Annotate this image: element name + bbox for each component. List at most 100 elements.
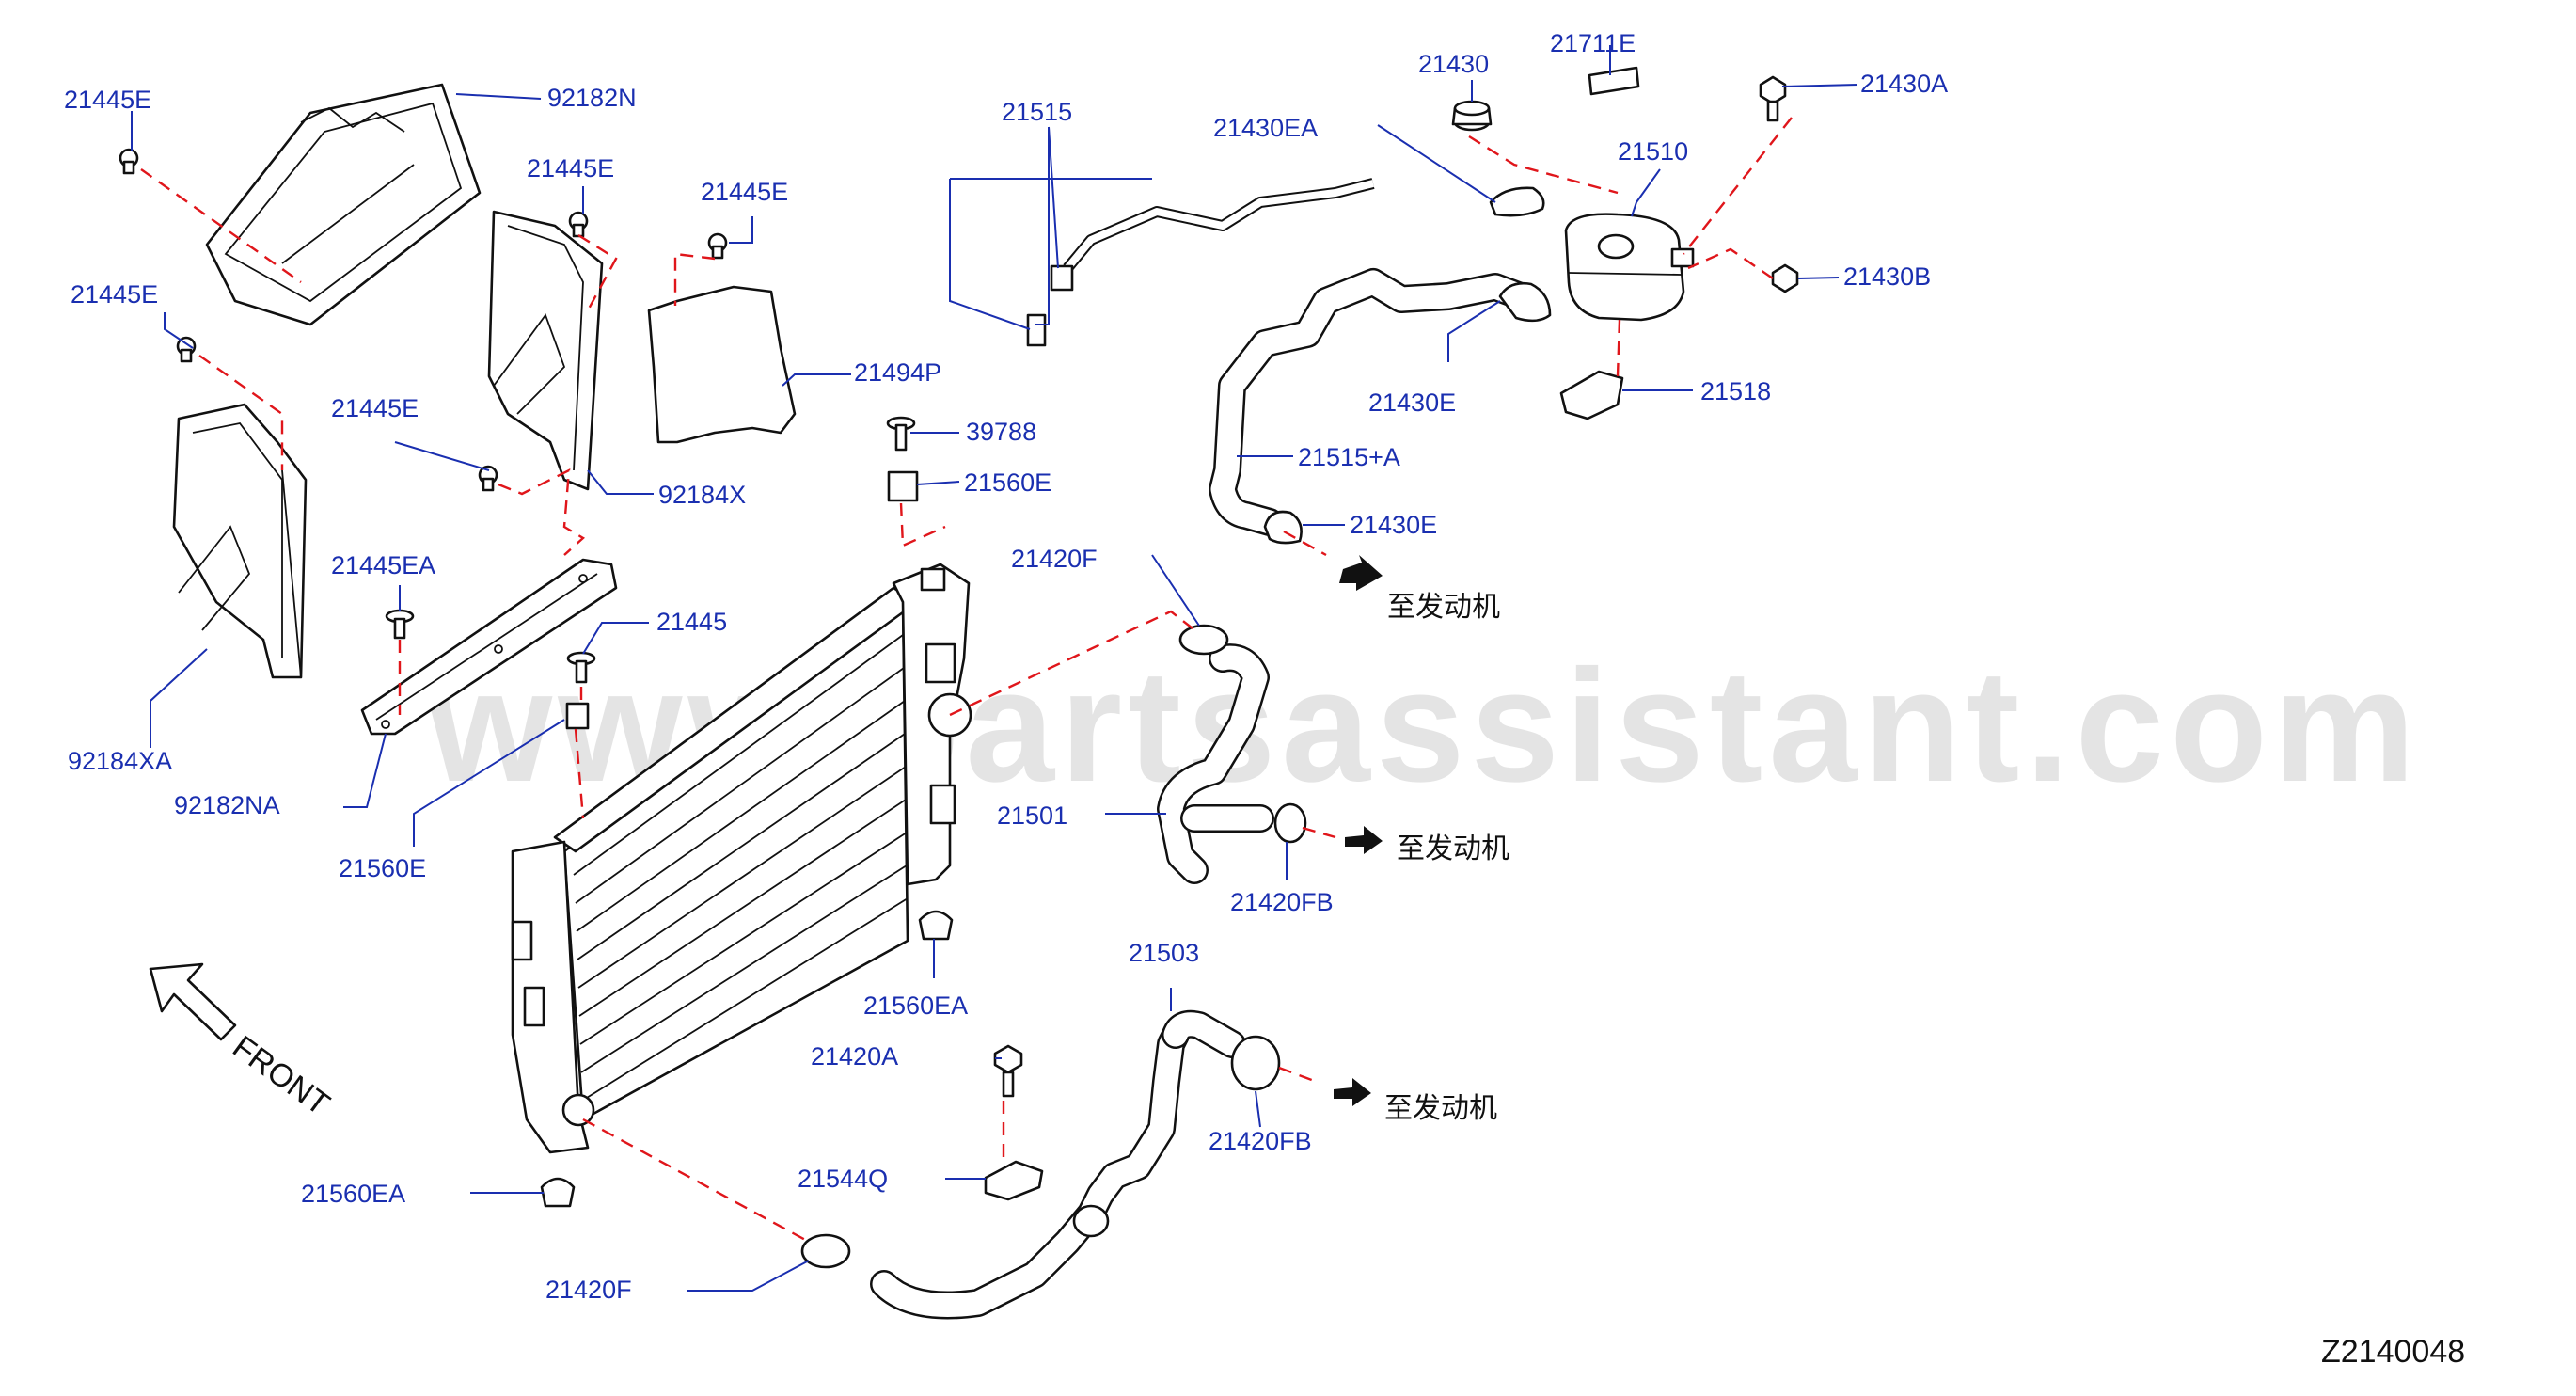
front-label: FRONT [226,1029,336,1123]
radiator-outlet [561,1093,595,1127]
to-engine-label-3: 至发动机 [1384,1092,1497,1125]
radiator-fins [573,634,909,1102]
label-21430EA: 21430EA [1213,114,1318,142]
label-21420A: 21420A [811,1042,898,1071]
air-guide-upper-crease [281,164,415,264]
to-engine-label-2: 至发动机 [1397,833,1509,865]
label-21560E-a: 21560E [339,854,426,882]
air-guide-upper-ridge [300,106,405,133]
cap-21430 [1451,100,1493,132]
clamp-21420F-a [1178,624,1229,656]
callout-labels: 21445E 92182N 21445E 21445E 21445E 21445… [64,29,2465,1370]
air-guide-left-body [172,403,308,679]
radiator-left-bracket-2 [523,986,545,1027]
arrow-to-engine-2-icon [1345,826,1383,854]
leader-lines [131,45,1858,1292]
label-21445: 21445 [656,608,727,636]
label-21445E-a: 21445E [64,86,151,114]
bracket-21518 [1559,370,1624,420]
label-21494P: 21494P [854,358,941,387]
clamp-21420F-b [800,1233,851,1269]
clamp-21420FB-b [1230,1035,1281,1091]
label-21420FB-a: 21420FB [1230,888,1334,916]
arrow-to-engine-1-icon [1339,555,1383,591]
bolt-21430A [1759,75,1787,122]
label-21445E-b: 21445E [527,154,614,182]
label-21430E-b: 21430E [1350,511,1437,539]
label-92184X: 92184X [658,481,746,509]
mount-21560EA-b [540,1177,576,1208]
label-21518: 21518 [1700,377,1771,405]
air-guide-upper [205,83,482,326]
reservoir-21510 [1564,213,1695,322]
bolt-21430B [1771,263,1799,293]
label-21445EA: 21445EA [331,551,435,579]
radiator-right-bracket [925,642,956,684]
air-guide-side [487,210,604,491]
clamp-21420FB-a [1273,802,1307,844]
label-21501: 21501 [997,801,1067,830]
hose-21501 [1157,624,1307,884]
air-guide-left [172,403,308,679]
label-92182N: 92182N [547,84,637,112]
label-21560E-b: 21560E [964,468,1051,497]
label-92182NA: 92182NA [174,791,280,819]
clip-21445E-d [176,336,197,363]
air-guide-upper-inner [224,102,463,303]
label-21430B: 21430B [1843,262,1931,291]
bracket-21544Q [984,1160,1044,1201]
seal-21494P [647,285,797,444]
label-39788: 39788 [966,418,1036,446]
hose-21515A [1209,268,1552,545]
mount-21560E-b [887,470,919,502]
air-guide-side-body [487,210,604,491]
label-21510: 21510 [1618,137,1688,166]
mount-21560EA-a [918,910,954,941]
air-guide-side-inner [507,225,584,471]
front-arrow-icon [149,962,237,1041]
clip-21445 [566,651,596,684]
label-21515A: 21515+A [1298,443,1400,471]
label-21420F-b: 21420F [545,1276,632,1304]
air-guide-left-inner [192,422,283,658]
hose-21503-ring [1072,1204,1110,1238]
assembly-guide-lines [140,117,1793,1244]
label-21711E: 21711E [1550,29,1636,57]
label-21711E [1588,66,1640,96]
label-21560EA-a: 21560EA [863,991,968,1020]
air-guide-left-cutout [178,525,251,631]
hose-21515A-clamp-bottom [1263,510,1303,545]
clip-21445E-a [119,148,139,175]
label-21503: 21503 [1129,939,1199,967]
label-21544Q: 21544Q [798,1165,888,1193]
clip-21445E-b [568,211,589,238]
diagram-code: Z2140048 [2321,1334,2465,1370]
pipe-21515-end [1026,313,1047,347]
label-21445E-c: 21445E [701,178,788,206]
label-21515: 21515 [1002,98,1072,126]
label-92184XA: 92184XA [68,747,172,775]
to-engine-label-1: 至发动机 [1387,591,1500,624]
mount-21560E-a [565,702,590,730]
pipe-21515-fitting [1050,264,1074,292]
screw-39788 [886,416,916,452]
label-21430E-a: 21430E [1368,389,1456,417]
pipe-21515 [1026,178,1375,347]
clip-21445E-e [478,465,498,492]
bolt-21420A [993,1044,1023,1098]
hose-clamp-21430EA [1489,186,1545,217]
label-21420FB-b: 21420FB [1209,1127,1312,1155]
hose-21503 [800,1009,1281,1320]
radiator-filler-neck [920,567,946,592]
clip-21445EA [385,609,415,640]
arrow-to-engine-3-icon [1334,1078,1371,1106]
label-21430A: 21430A [1860,70,1948,98]
label-21560EA-b: 21560EA [301,1180,405,1208]
label-21445E-e: 21445E [331,394,419,422]
radiator-left-tank [511,840,590,1154]
clip-21445E-c [707,232,728,260]
radiator-right-bracket-2 [929,784,956,825]
label-21430: 21430 [1418,50,1489,78]
radiator-left-bracket [511,920,533,961]
